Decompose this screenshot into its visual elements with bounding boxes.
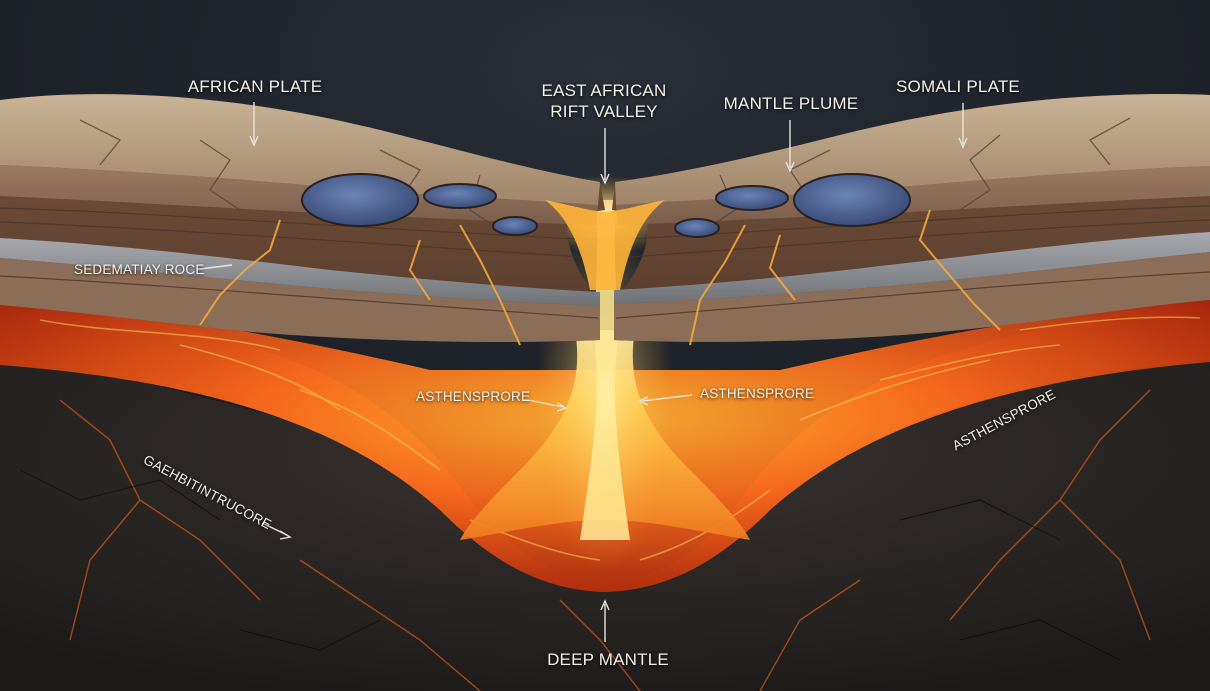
rift-fire <box>545 200 665 290</box>
label-rift-valley: EAST AFRICAN RIFT VALLEY <box>542 80 667 123</box>
glowing-cracks <box>199 209 1001 346</box>
label-somali-plate: SOMALI PLATE <box>896 77 1020 96</box>
label-rift-valley-line1: EAST AFRICAN <box>541 81 667 100</box>
label-deep-mantle: DEEP MANTLE <box>547 650 669 669</box>
mantle-fissures <box>19 469 1121 661</box>
african-plate <box>0 94 605 342</box>
label-pointers <box>199 102 968 642</box>
mantle-cracks <box>59 389 1151 691</box>
label-african-plate: AFRICAN PLATE <box>187 77 323 96</box>
rift-lakes <box>301 173 911 238</box>
label-asthenosphere-right: ASTHENSPRORE <box>700 386 815 401</box>
label-sedimentary-rock: SEDEMATIAY ROCE <box>74 262 205 277</box>
label-mantle-plume: MANTLE PLUME <box>723 94 859 113</box>
label-asthenosphere-left: ASTHENSPRORE <box>416 389 531 404</box>
label-rift-valley-line2: RIFT VALLEY <box>550 102 658 122</box>
